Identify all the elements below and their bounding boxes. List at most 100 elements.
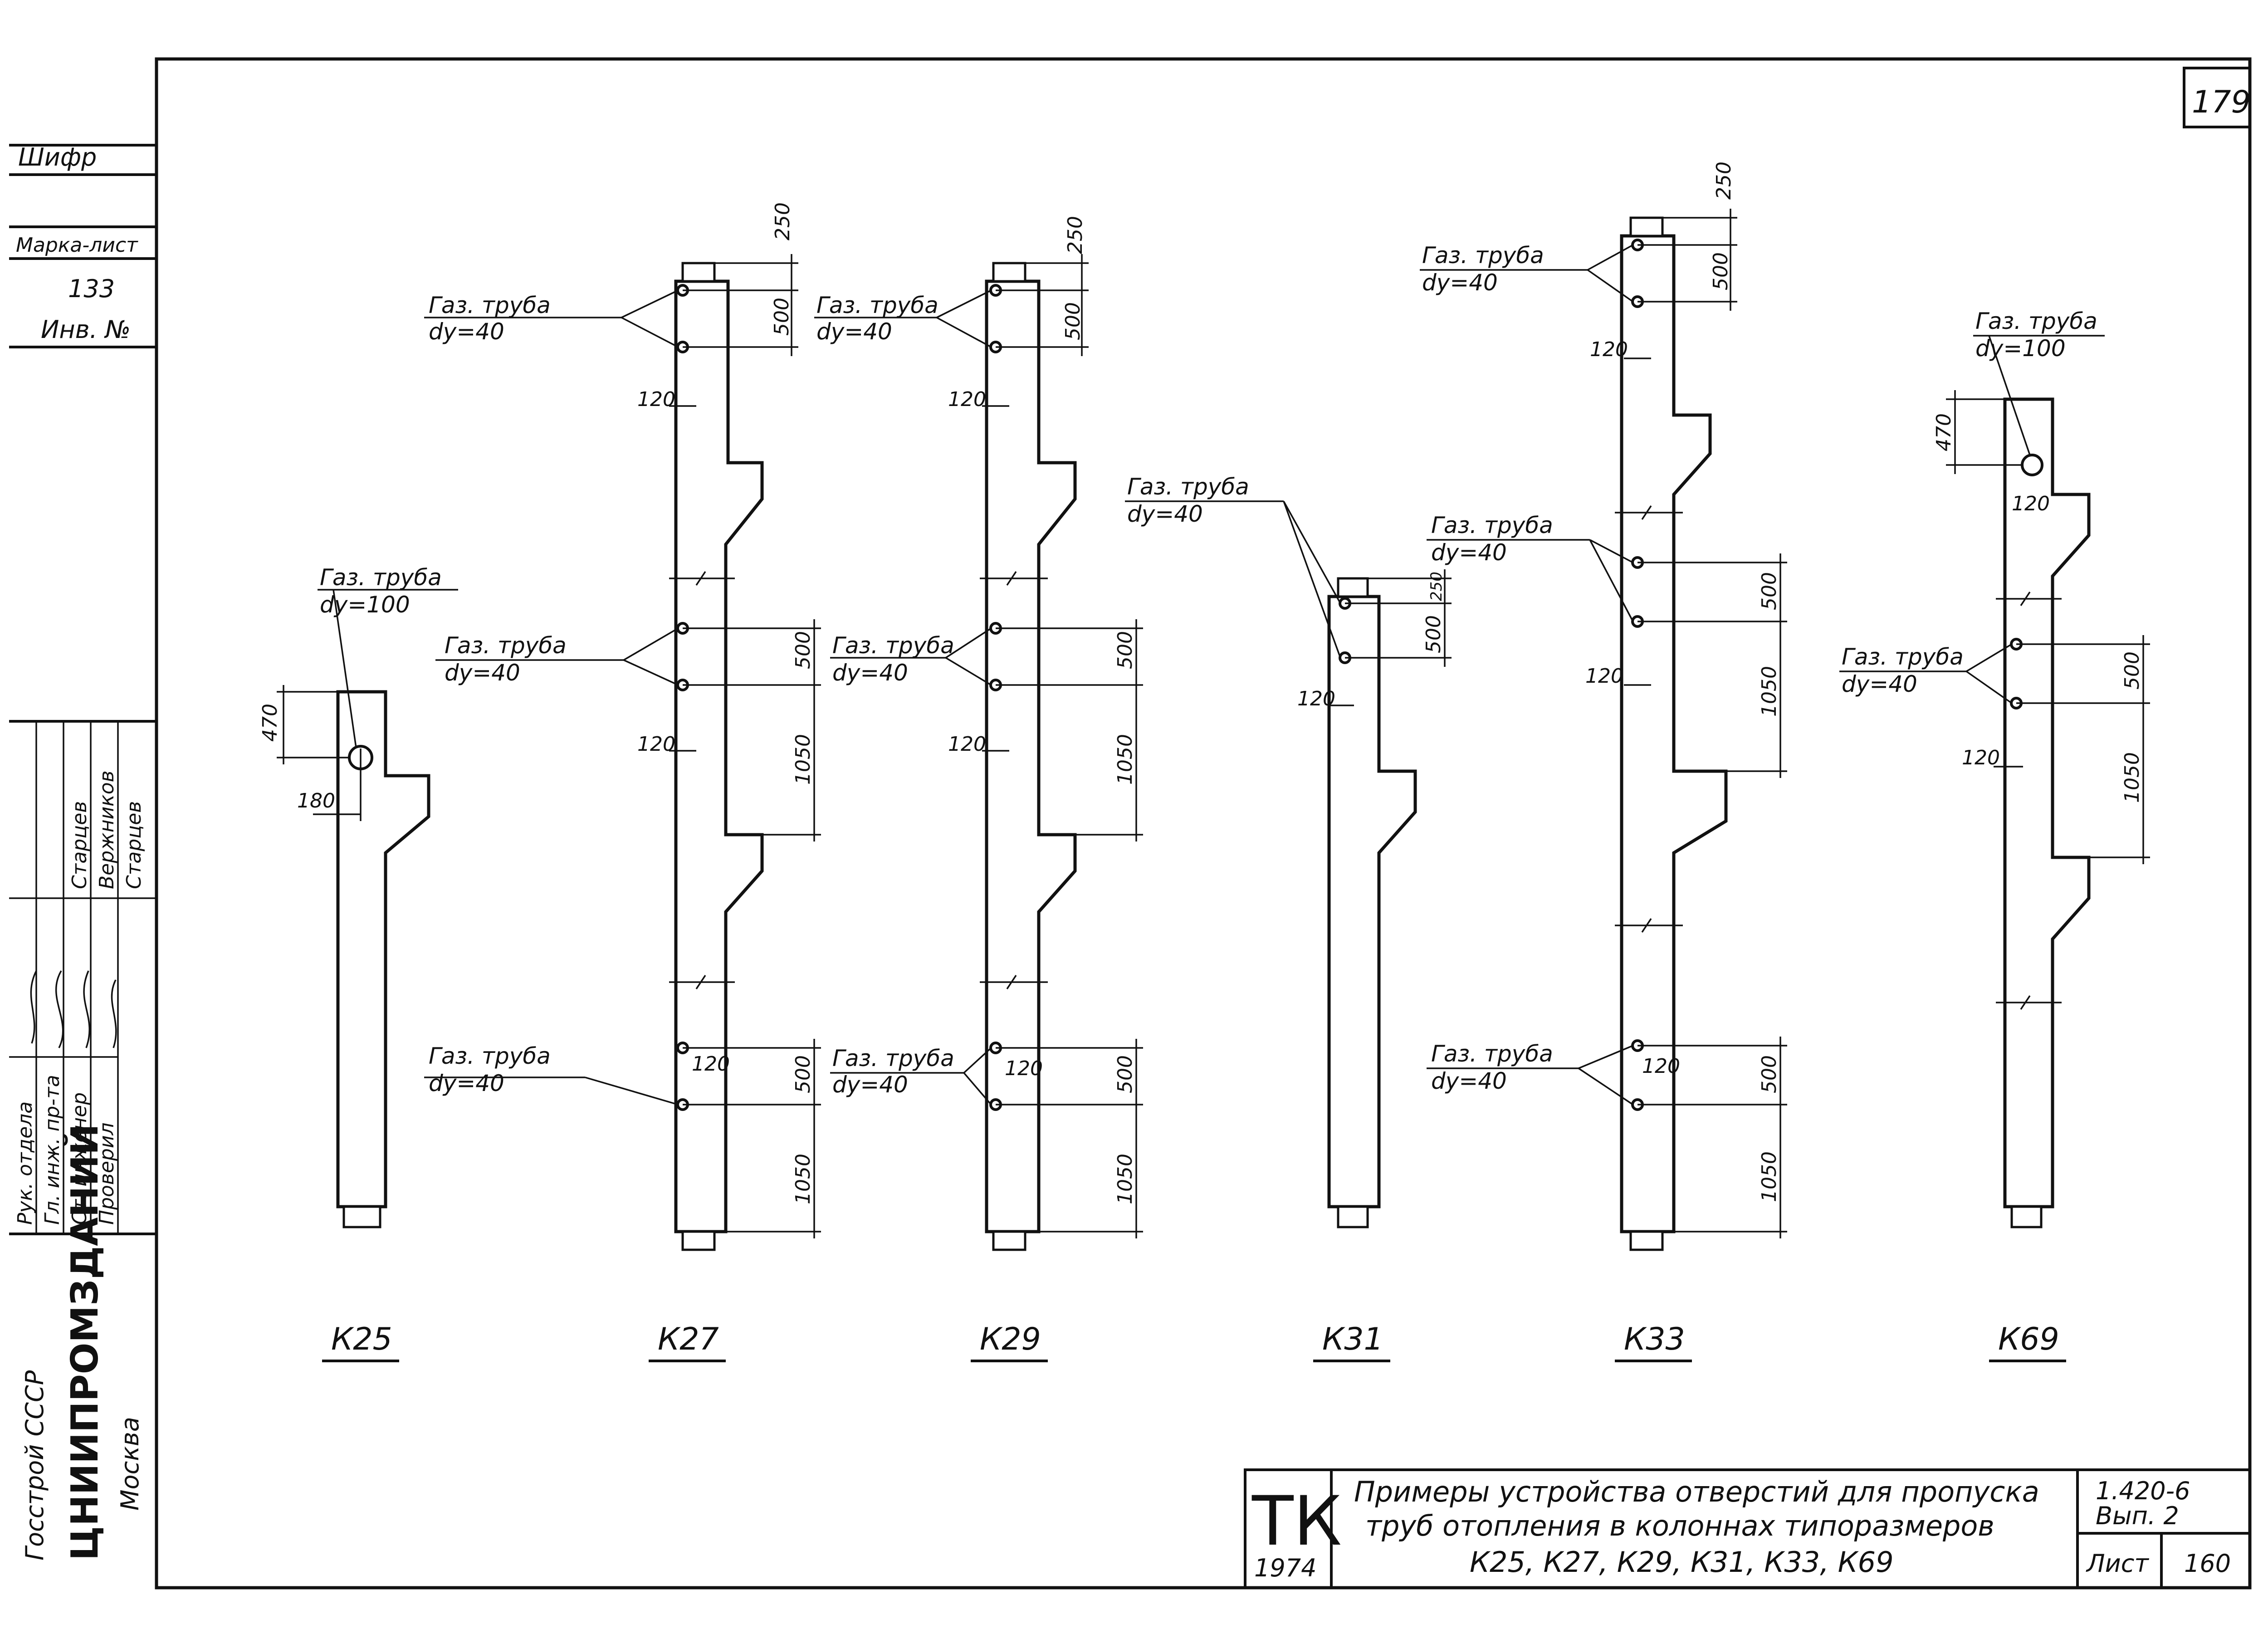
dim-1050-bot: 1050 xyxy=(1114,1154,1137,1204)
dim-1050-mid: 1050 xyxy=(792,734,815,785)
column-label-k27: К27 xyxy=(658,1321,719,1357)
code-series: 1.420-6 xyxy=(2096,1477,2190,1505)
dim-120-top: 120 xyxy=(2012,492,2050,515)
dim-250-top: 250 xyxy=(771,202,794,240)
sheet-corner-number: 179 xyxy=(2192,84,2251,120)
column-label-k29: К29 xyxy=(980,1321,1041,1357)
pipe-label-mid: Газ. труба xyxy=(1431,512,1553,538)
column-label-k33: К33 xyxy=(1624,1321,1685,1357)
column-k33: 250 500 120 500 1050 120 500 1050 120 Га… xyxy=(1420,161,1787,1362)
dim-120-top: 120 xyxy=(1590,338,1628,361)
dim-120-top: 120 xyxy=(948,388,986,411)
pipe-label-mid: Газ. труба xyxy=(832,632,954,659)
role-3: Проверил xyxy=(95,1122,118,1225)
pipe-label: Газ. труба xyxy=(1127,474,1249,500)
dim-120: 120 xyxy=(1297,687,1335,710)
marka-value: 133 xyxy=(68,274,115,303)
dim-1050-mid: 1050 xyxy=(1758,666,1781,717)
dim-120-bot: 120 xyxy=(1642,1055,1680,1078)
pipe-diameter-bot: dy=40 xyxy=(832,1071,908,1098)
pipe-diameter-mid: dy=40 xyxy=(1842,671,1917,697)
column-label-k31: К31 xyxy=(1322,1321,1383,1357)
dim-500-top: 500 xyxy=(1061,302,1085,340)
dim-500-mid: 500 xyxy=(1114,631,1137,669)
dim-120-bot: 120 xyxy=(692,1052,730,1076)
pipe-diameter-top: dy=40 xyxy=(1422,269,1498,296)
dim-120-mid: 120 xyxy=(1962,746,2000,769)
title-line-3: К25, К27, К29, К31, К33, К69 xyxy=(1470,1546,1894,1579)
dim-120-top: 120 xyxy=(637,388,675,411)
title-block: ТК 1974 Примеры устройства отверстий для… xyxy=(1244,1468,2251,1589)
column-label-k69: К69 xyxy=(1998,1321,2059,1357)
dim-120-bot: 120 xyxy=(1005,1057,1043,1080)
sheet-label: Лист xyxy=(2086,1549,2149,1578)
role-0: Рук. отдела xyxy=(14,1101,37,1225)
title-line-2: труб отопления в колоннах типоразмеров xyxy=(1365,1509,1994,1542)
dim-180: 180 xyxy=(297,789,335,812)
dim-500-bot: 500 xyxy=(1758,1055,1781,1093)
pipe-label-bot: Газ. труба xyxy=(1431,1041,1553,1067)
dim-500-bot: 500 xyxy=(792,1055,815,1093)
dim-500-mid: 500 xyxy=(1758,572,1781,610)
side-block: Шифр Марка-лист 133 Инв. № Рук. отдела Г… xyxy=(9,143,156,1561)
dim-120-mid: 120 xyxy=(637,733,675,756)
dim-250-top: 250 xyxy=(1712,161,1735,200)
dim-120-mid: 120 xyxy=(1585,665,1623,688)
pipe-diameter: dy=40 xyxy=(1127,501,1203,527)
pipe-label-top: Газ. труба xyxy=(429,292,551,318)
dim-470: 470 xyxy=(1932,413,1955,451)
pipe-diameter: dy=100 xyxy=(320,592,410,618)
name-1: Вержников xyxy=(95,770,118,889)
name-0: Старцев xyxy=(68,801,91,889)
dim-1050-bot: 1050 xyxy=(1758,1151,1781,1202)
sheet-frame: 179 xyxy=(155,57,2252,1590)
marka-list-label: Марка-лист xyxy=(16,234,138,257)
role-2: Ст. инженер xyxy=(68,1092,91,1225)
dim-500-top: 500 xyxy=(770,298,793,336)
pipe-label-top: Газ. труба xyxy=(1975,308,2097,334)
pipe-label-top: Газ. труба xyxy=(1422,242,1544,269)
column-label-k25: К25 xyxy=(331,1321,392,1357)
dim-1050-mid: 1050 xyxy=(1114,734,1137,785)
sheet-number: 160 xyxy=(2184,1549,2231,1578)
pipe-label-top: Газ. труба xyxy=(816,292,938,318)
dim-470: 470 xyxy=(259,704,282,742)
dim-250: 250 xyxy=(1427,572,1446,601)
dim-120-mid: 120 xyxy=(948,733,986,756)
pipe-diameter-mid: dy=40 xyxy=(445,660,520,686)
pipe-diameter-bot: dy=40 xyxy=(1431,1068,1507,1094)
stamp-letters: ТК xyxy=(1251,1482,1342,1561)
column-k31: 250 500 120 Газ. труба dy=40 К31 xyxy=(1125,474,1452,1362)
org-city: Москва xyxy=(116,1417,144,1511)
dim-500-bot: 500 xyxy=(1114,1055,1137,1093)
pipe-diameter-mid: dy=40 xyxy=(832,660,908,686)
dim-500: 500 xyxy=(1422,615,1445,653)
org-top: Госстрой СССР xyxy=(20,1370,49,1561)
dim-1050-bot: 1050 xyxy=(792,1154,815,1204)
column-k27: 250 500 120 500 1050 120 500 1050 120 Га… xyxy=(424,202,821,1362)
code-issue: Вып. 2 xyxy=(2096,1502,2179,1530)
pipe-diameter-top: dy=40 xyxy=(816,318,892,345)
org-main: ЦНИИПРОМЗДАНИЙ xyxy=(63,1124,107,1561)
stamp-year: 1974 xyxy=(1254,1554,1316,1582)
column-k69: 470 120 Газ. труба dy=100 500 1050 120 Г… xyxy=(1839,308,2150,1362)
dim-500-mid: 500 xyxy=(792,631,815,669)
pipe-diameter-mid: dy=40 xyxy=(1431,539,1507,566)
dim-500: 500 xyxy=(2121,651,2144,690)
shifr-label: Шифр xyxy=(18,143,97,171)
signatures xyxy=(30,970,117,1048)
pipe-label-mid: Газ. труба xyxy=(445,632,567,659)
dim-1050: 1050 xyxy=(2121,752,2144,803)
dim-500-top: 500 xyxy=(1709,252,1732,290)
pipe-label-bot: Газ. труба xyxy=(429,1043,551,1069)
pipe-diameter-top: dy=100 xyxy=(1975,335,2066,362)
column-k29: 250 500 120 500 1050 120 500 1050 120 Га… xyxy=(814,216,1143,1362)
dim-250-top: 250 xyxy=(1064,216,1087,254)
name-2: Старцев xyxy=(122,801,146,889)
inv-no-label: Инв. № xyxy=(41,315,131,344)
pipe-label-bot: Газ. труба xyxy=(832,1045,954,1071)
pipe-hole-100 xyxy=(2021,454,2043,476)
pipe-label: Газ. труба xyxy=(320,564,442,591)
pipe-label-mid: Газ. труба xyxy=(1842,644,1964,670)
